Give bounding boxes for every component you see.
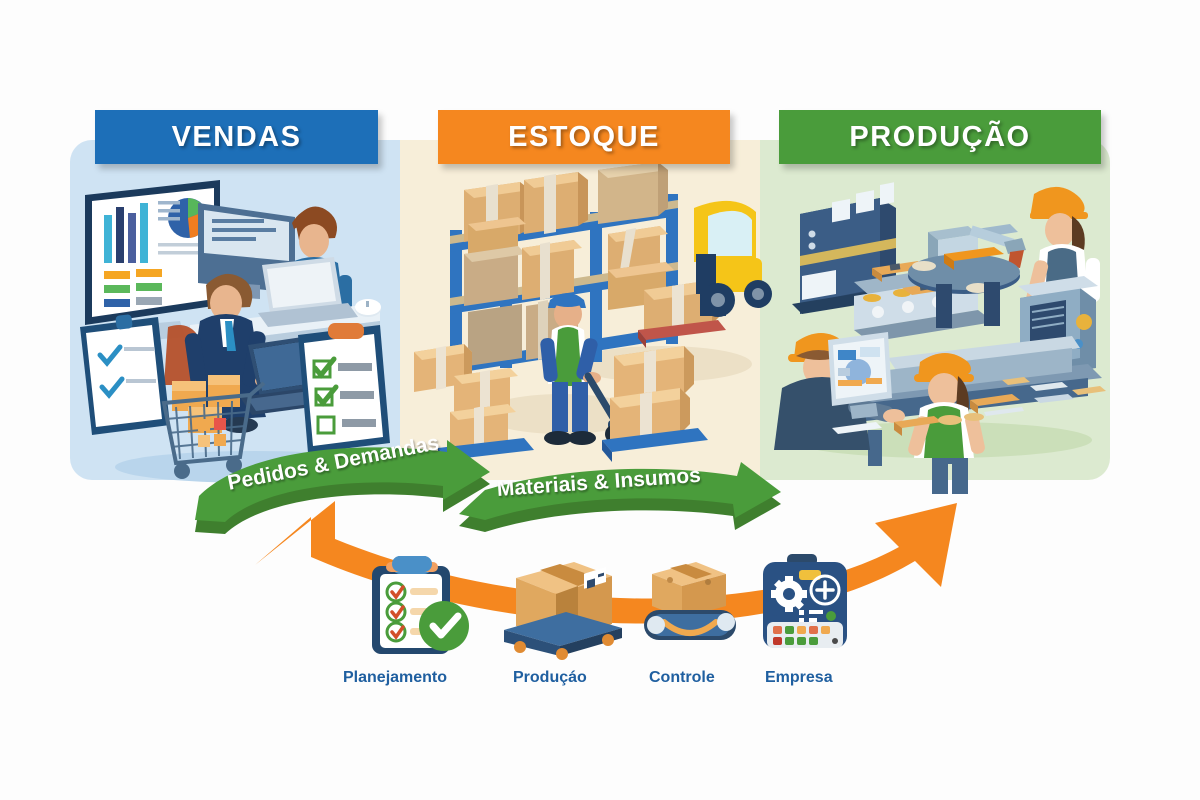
banner-producao-label: PRODUÇÃO — [849, 120, 1031, 153]
clipboard-checklist-left — [80, 314, 170, 435]
banner-estoque-label: ESTOQUE — [508, 120, 660, 153]
robotic-arm — [908, 224, 1026, 328]
bottom-label-planejamento: Planejamento — [343, 669, 448, 686]
warehouse-scene — [414, 162, 772, 468]
factory-scene — [774, 182, 1106, 494]
sales-office-scene — [80, 180, 395, 483]
box-on-cart-icon — [504, 562, 622, 660]
banner-producao: PRODUÇÃO — [779, 110, 1101, 164]
forklift — [694, 200, 772, 317]
bottom-label-controle: Controle — [649, 669, 715, 686]
pallet-boxes-left — [414, 344, 534, 468]
pallet-boxes-right — [602, 346, 708, 462]
bench-items — [832, 377, 1106, 436]
plus-circle-icon — [809, 574, 841, 606]
bottom-label-producao: Produçáo — [513, 669, 587, 686]
clipboard-check-icon — [372, 556, 469, 654]
clipboard-checklist-right — [298, 323, 390, 453]
control-panel-icon — [763, 554, 847, 648]
flow-arrow-pedidos-demandas — [195, 440, 490, 534]
conveyor-box-icon — [644, 562, 736, 640]
banner-vendas-label: VENDAS — [171, 120, 302, 153]
laptop-on-desk — [258, 257, 358, 327]
shopping-cart-with-boxes — [161, 375, 266, 479]
banner-vendas: VENDAS — [95, 110, 378, 164]
production-monitor — [828, 332, 892, 419]
flow-arrow-materiais-insumos — [459, 462, 781, 532]
banner-estoque: ESTOQUE — [438, 110, 730, 164]
bottom-label-empresa: Empresa — [765, 669, 833, 686]
gear-icon — [771, 576, 807, 612]
rack-boxes-mid — [464, 226, 674, 310]
